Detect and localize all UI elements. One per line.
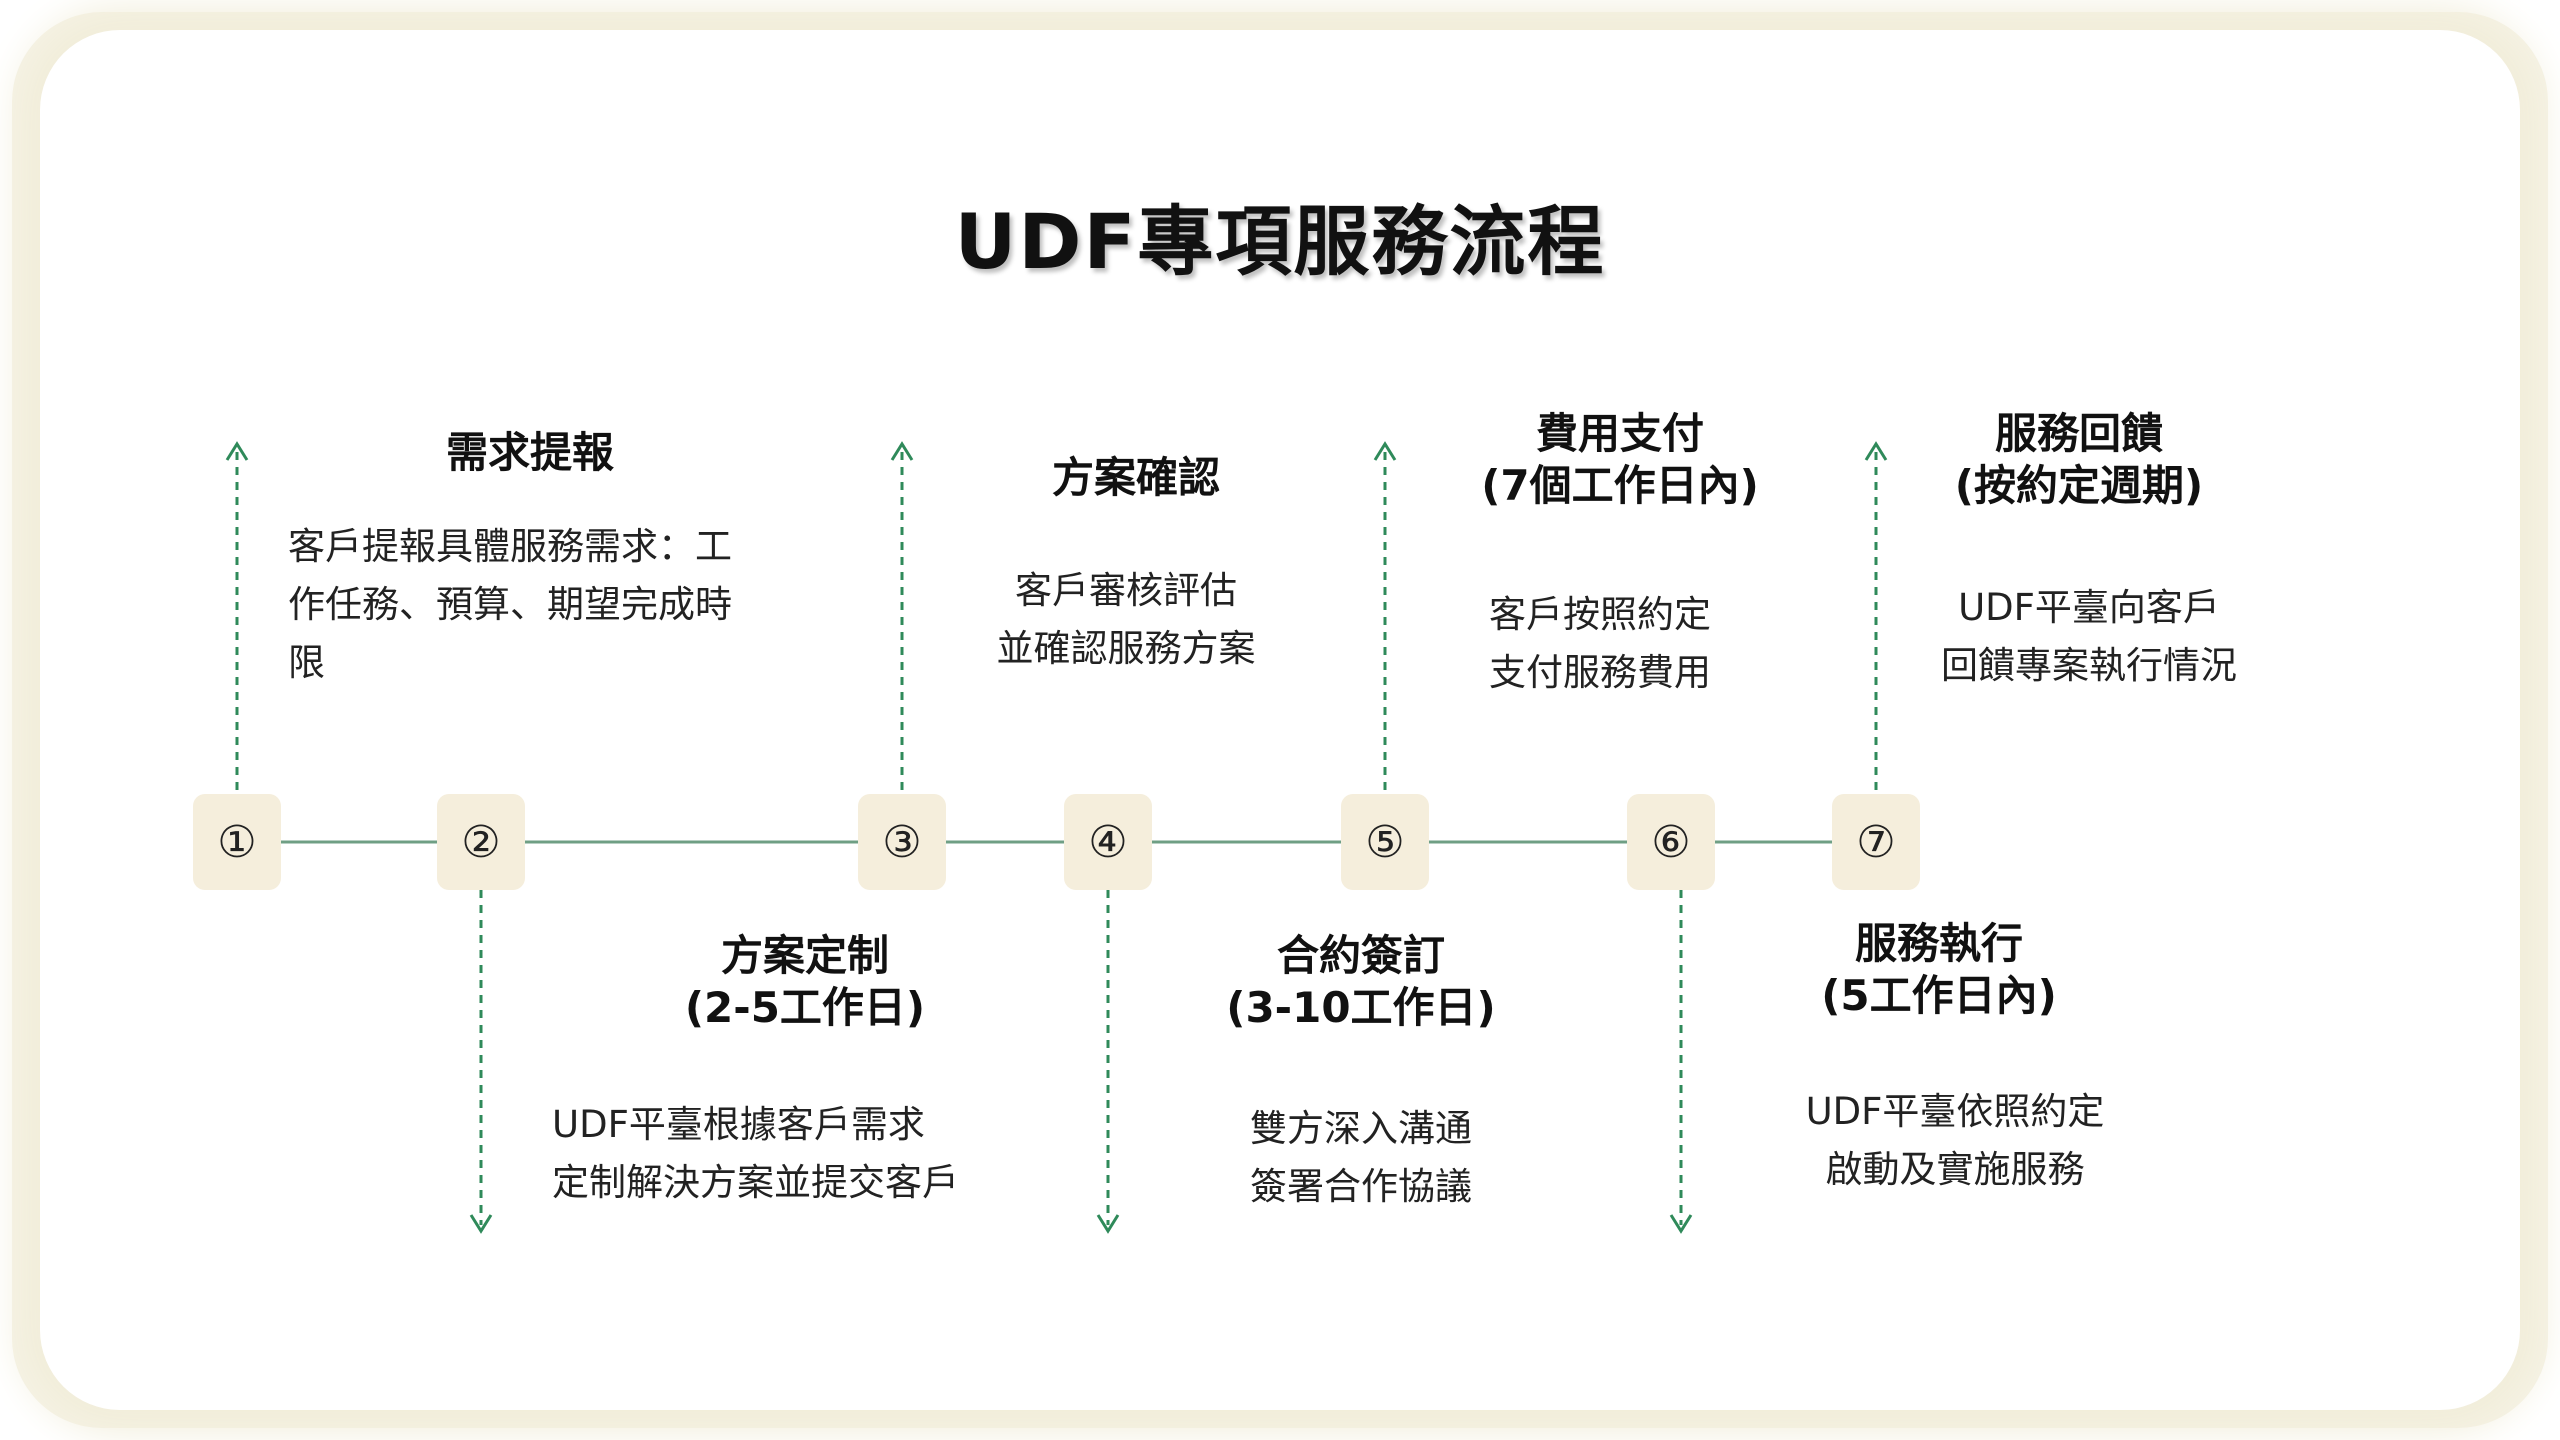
step-3-description: 客戶審核評估 並確認服務方案 <box>976 562 1276 678</box>
step-3-desc-line1: 客戶審核評估 <box>1015 569 1237 612</box>
step-2-title-line1: 方案定制 <box>720 931 889 980</box>
step-7-description: UDF平臺向客戶 回饋專案執行情況 <box>1904 579 2274 695</box>
step-4-title: 合約簽訂 (3-10工作日) <box>1186 930 1536 1034</box>
step-2-title-line2: (2-5工作日) <box>684 983 926 1032</box>
step-4-title-line2: (3-10工作日) <box>1226 983 1496 1032</box>
arrow-down-step-6 <box>1669 890 1693 1234</box>
step-1-description: 客戶提報具體服務需求：工作任務、預算、期望完成時限 <box>288 525 732 684</box>
step-5-title: 費用支付 (7個工作日內) <box>1440 408 1800 512</box>
step-5-description: 客戶按照約定 支付服務費用 <box>1450 586 1750 702</box>
step-4-desc-line2: 簽署合作協議 <box>1250 1165 1472 1208</box>
step-7-title-line2: (按約定週期) <box>1954 461 2204 510</box>
arrow-up-step-7 <box>1864 441 1888 790</box>
step-2-description: UDF平臺根據客戶需求 定制解決方案並提交客戶 <box>552 1096 1012 1212</box>
step-6-desc-line1: UDF平臺依照約定 <box>1805 1090 2105 1133</box>
arrow-down-step-2 <box>469 890 493 1234</box>
step-5-desc-line2: 支付服務費用 <box>1489 651 1711 694</box>
step-node-6: ⑥ <box>1627 794 1715 890</box>
step-node-1: ① <box>193 794 281 890</box>
step-4-title-line1: 合約簽訂 <box>1276 931 1445 980</box>
step-node-3: ③ <box>858 794 946 890</box>
step-3-title: 方案確認 <box>1051 453 1220 502</box>
step-node-4: ④ <box>1064 794 1152 890</box>
diagram-card <box>40 30 2520 1410</box>
arrow-up-step-3 <box>890 441 914 790</box>
step-5-title-line1: 費用支付 <box>1535 409 1704 458</box>
arrow-up-step-5 <box>1373 441 1397 790</box>
step-5-desc-line1: 客戶按照約定 <box>1489 593 1711 636</box>
step-1-title: 需求提報 <box>445 428 614 477</box>
step-7-title: 服務回饋 (按約定週期) <box>1904 408 2254 512</box>
arrow-down-step-4 <box>1096 890 1120 1234</box>
step-2-desc-line2: 定制解決方案並提交客戶 <box>552 1161 959 1204</box>
step-5-title-line2: (7個工作日內) <box>1481 461 1759 510</box>
step-6-title: 服務執行 (5工作日內) <box>1764 918 2114 1022</box>
step-6-desc-line2: 啟動及實施服務 <box>1825 1148 2085 1191</box>
step-3-desc-line2: 並確認服務方案 <box>996 627 1256 670</box>
step-node-2: ② <box>437 794 525 890</box>
diagram-title: UDF專項服務流程 <box>954 197 1606 286</box>
step-4-desc-line1: 雙方深入溝通 <box>1250 1107 1472 1150</box>
step-7-title-line1: 服務回饋 <box>1994 409 2163 458</box>
step-6-title-line1: 服務執行 <box>1854 919 2023 968</box>
step-7-desc-line2: 回饋專案執行情況 <box>1941 644 2237 687</box>
step-node-7: ⑦ <box>1832 794 1920 890</box>
step-4-description: 雙方深入溝通 簽署合作協議 <box>1211 1100 1511 1216</box>
step-7-desc-line1: UDF平臺向客戶 <box>1958 586 2220 629</box>
step-2-desc-line1: UDF平臺根據客戶需求 <box>552 1103 925 1146</box>
step-6-description: UDF平臺依照約定 啟動及實施服務 <box>1780 1083 2130 1199</box>
arrow-up-step-1 <box>225 441 249 790</box>
step-6-title-line2: (5工作日內) <box>1821 971 2057 1020</box>
step-node-5: ⑤ <box>1341 794 1429 890</box>
step-2-title: 方案定制 (2-5工作日) <box>630 930 980 1034</box>
